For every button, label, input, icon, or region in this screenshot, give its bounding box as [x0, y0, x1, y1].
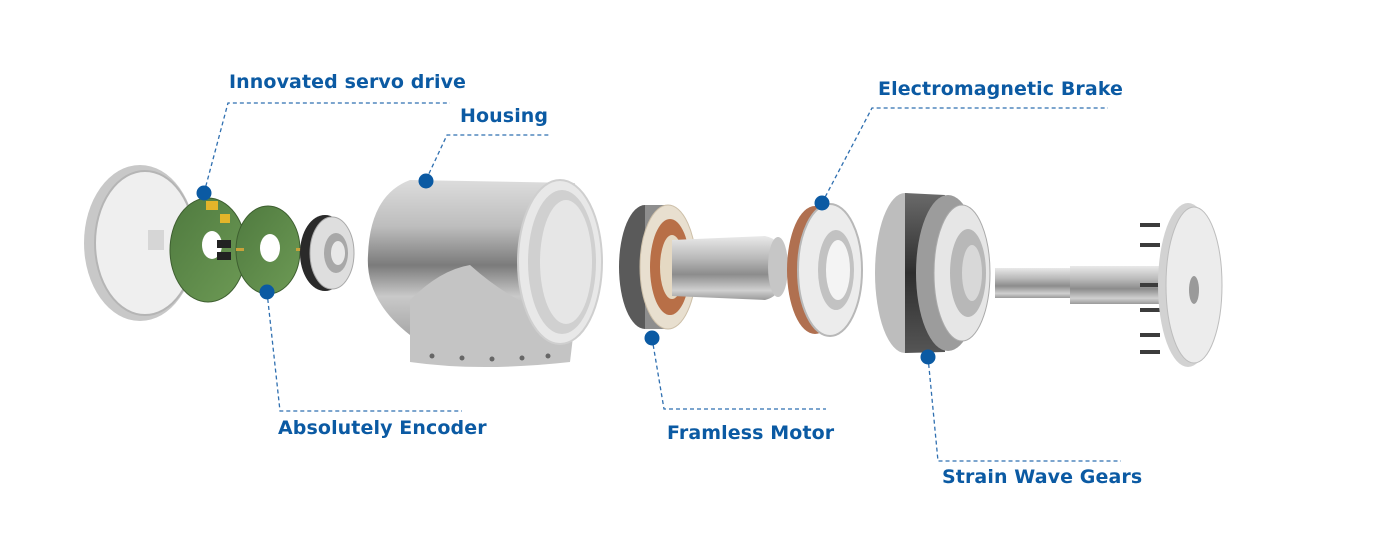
label-motor: Framless Motor — [667, 422, 835, 444]
marker-motor — [644, 330, 660, 346]
leader-gears — [927, 356, 1121, 462]
leader-motor — [651, 337, 826, 410]
marker-dots — [196, 173, 936, 365]
leader-brake — [821, 107, 1108, 204]
frameless-motor — [619, 204, 788, 330]
leader-housing — [425, 134, 550, 181]
encoder-board — [235, 205, 304, 295]
marker-gears — [920, 349, 936, 365]
output-shaft-flange — [995, 203, 1223, 367]
label-encoder: Absolutely Encoder — [278, 417, 487, 439]
marker-housing — [418, 173, 434, 189]
leader-servo-drive — [203, 102, 450, 194]
label-housing: Housing — [460, 105, 549, 127]
housing — [367, 179, 603, 367]
label-servo-drive: Innovated servo drive — [229, 71, 467, 93]
label-brake: Electromagnetic Brake — [878, 78, 1124, 100]
servo-drive-board — [169, 197, 247, 303]
marker-servo-drive — [196, 185, 212, 201]
marker-brake — [814, 195, 830, 211]
strain-wave-gear — [875, 193, 991, 353]
electromagnetic-brake — [787, 203, 863, 337]
end-cap — [84, 165, 196, 321]
leader-encoder — [266, 291, 462, 412]
marker-encoder — [259, 284, 275, 300]
leader-lines — [203, 102, 1121, 462]
label-gears: Strain Wave Gears — [942, 466, 1143, 488]
bearing-ring — [300, 215, 355, 291]
